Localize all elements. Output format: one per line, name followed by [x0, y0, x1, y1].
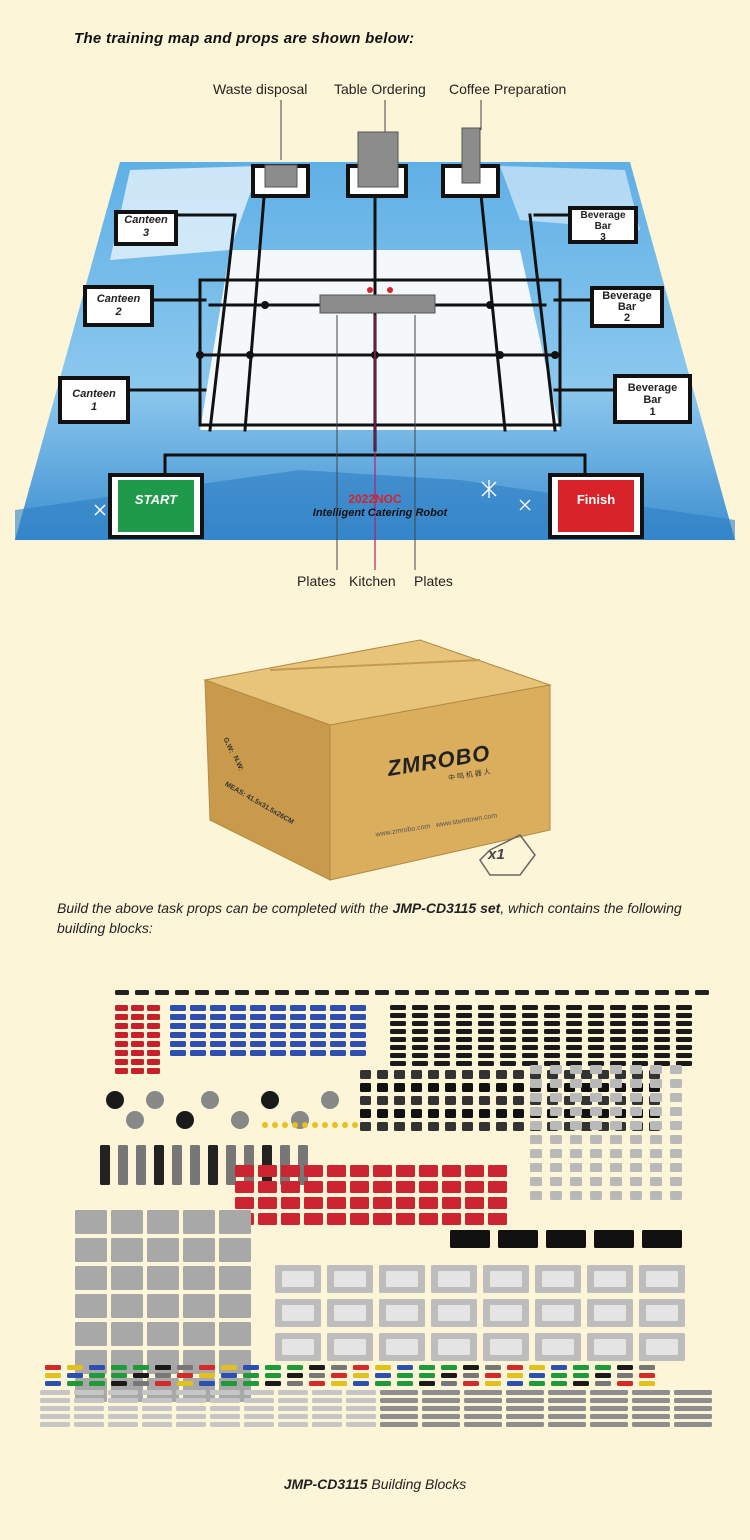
canteen-1-label: Canteen [72, 388, 116, 400]
finish-label: Finish [576, 492, 616, 507]
beverage-bar-2-bar: Bar [617, 301, 637, 313]
start-label: START [134, 492, 178, 507]
beverage-bar-3-number: 3 [600, 232, 606, 243]
product-box: ZMROBO 中 鸣 机 器 人 G.W: N.W: MEAS: 41.5x31… [190, 630, 570, 890]
start-zone [118, 480, 194, 532]
label-coffee-preparation: Coffee Preparation [449, 81, 567, 97]
training-map: Canteen 3 Canteen 2 Canteen 1 Beverage B… [0, 100, 750, 600]
image-caption: JMP-CD3115 Building Blocks [0, 1476, 750, 1492]
beverage-bar-2-number: 2 [623, 312, 631, 324]
box-quantity: x1 [488, 846, 505, 863]
event-year: 2022NOC [348, 492, 402, 506]
beverage-bar-2-label: Beverage [602, 290, 652, 302]
label-kitchen: Kitchen [349, 573, 396, 589]
beverage-bar-1-label: Beverage [627, 382, 678, 394]
intro-text: Build the above task props can be comple… [57, 898, 697, 938]
intro-part1: Build the above task props can be comple… [57, 900, 393, 916]
beverage-bar-1-number: 1 [649, 406, 656, 418]
beverage-bar-3-bar: Bar [594, 221, 612, 232]
section-heading: The training map and props are shown bel… [74, 30, 415, 47]
event-name: Intelligent Catering Robot [312, 507, 448, 519]
label-waste-disposal: Waste disposal [213, 81, 308, 97]
finish-zone [558, 480, 634, 532]
canteen-3-number: 3 [142, 227, 150, 239]
intro-part2: , which contains the following building … [57, 900, 682, 936]
canteen-3-label: Canteen [124, 214, 168, 226]
beverage-bar-3-label: Beverage [580, 210, 626, 221]
canteen-1-number: 1 [90, 401, 98, 413]
canteen-2-label: Canteen [96, 293, 141, 305]
canteen-2-number: 2 [115, 306, 122, 318]
label-table-ordering: Table Ordering [334, 81, 426, 97]
caption-set-name: JMP-CD3115 [283, 1476, 368, 1492]
intro-set-name: JMP-CD3115 set [392, 900, 501, 916]
caption-rest: Building Blocks [367, 1476, 467, 1492]
beverage-bar-1-bar: Bar [643, 394, 662, 406]
label-plates-left: Plates [297, 573, 336, 589]
label-plates-right: Plates [414, 573, 453, 589]
building-blocks-image [30, 975, 720, 1430]
